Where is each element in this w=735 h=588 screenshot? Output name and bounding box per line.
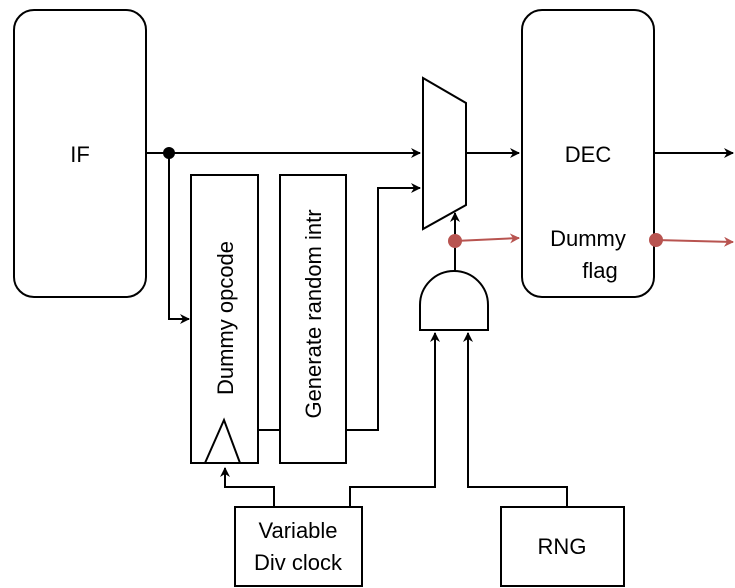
if-stage-label: IF bbox=[70, 142, 90, 167]
multiplexer-shape bbox=[422, 76, 467, 231]
variable-div-clock-label-line2: Div clock bbox=[254, 550, 343, 575]
junction-dot-flag-in bbox=[448, 234, 462, 248]
and-gate-shape bbox=[419, 270, 489, 331]
variable-div-clock-label-line1: Variable bbox=[258, 518, 337, 543]
wire-clock-to-dummy-opcode bbox=[220, 467, 275, 507]
wire-dummy-flag-to-dec bbox=[454, 233, 520, 244]
generate-random-intr-label: Generate random intr bbox=[301, 209, 326, 418]
dec-stage-block: DEC Dummy flag bbox=[521, 9, 655, 298]
wire-rng-to-and bbox=[463, 332, 568, 507]
dummy-flag-label-line1: Dummy bbox=[550, 226, 626, 251]
dec-stage-label: DEC bbox=[565, 142, 612, 167]
wire-clock-to-and bbox=[349, 332, 440, 507]
rng-label: RNG bbox=[538, 534, 587, 559]
dummy-opcode-label: Dummy opcode bbox=[213, 241, 238, 395]
generate-random-intr-block: Generate random intr bbox=[279, 174, 347, 464]
variable-div-clock-block: Variable Div clock bbox=[234, 506, 363, 587]
rng-block: RNG bbox=[500, 506, 625, 587]
wire-dummy-flag-out bbox=[655, 236, 734, 247]
wire-if-to-dummy-opcode bbox=[168, 153, 190, 324]
if-stage-block: IF bbox=[13, 9, 147, 298]
wire-random-intr-to-mux bbox=[346, 183, 421, 431]
dummy-flag-label-line2: flag bbox=[582, 258, 617, 283]
junction-dot-flag-out bbox=[649, 233, 663, 247]
dummy-opcode-block: Dummy opcode bbox=[190, 174, 259, 464]
clock-triangle-icon bbox=[203, 417, 242, 464]
